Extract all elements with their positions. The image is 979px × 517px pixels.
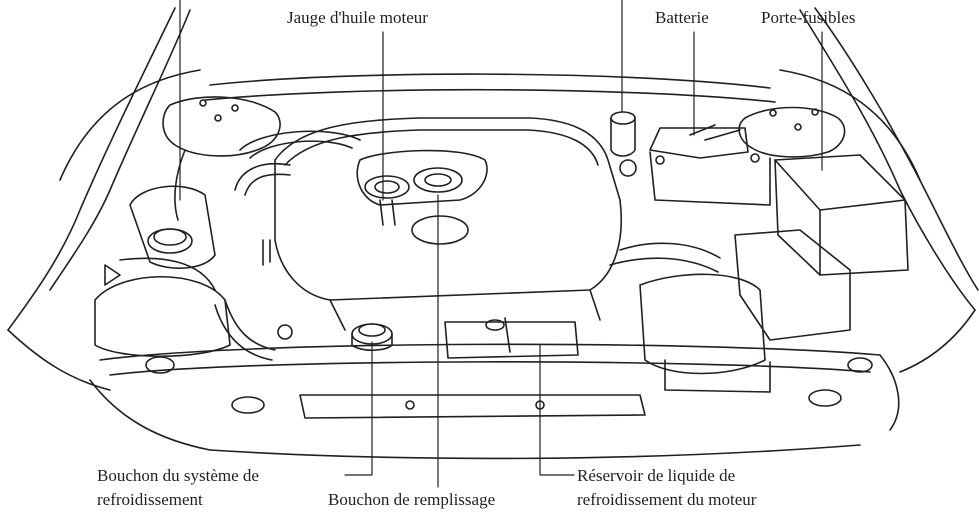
air-intake <box>609 229 851 393</box>
label-filler-cap: Bouchon de remplissage <box>328 490 496 509</box>
battery <box>649 124 771 206</box>
label-cooling-cap-line1: Bouchon du système de <box>97 466 259 485</box>
label-fuse-box: Porte-fusibles <box>761 8 856 27</box>
front-crossmember <box>89 343 900 460</box>
body-outline <box>7 7 979 391</box>
engine-cover <box>274 117 623 331</box>
right-strut-tower <box>738 106 846 158</box>
label-cooling-cap-line2: refroidissement <box>97 490 203 509</box>
label-coolant-reservoir-line2: refroidissement du moteur <box>577 490 757 509</box>
leader-cooling-cap <box>344 341 373 476</box>
label-coolant-reservoir-line1: Réservoir de liquide de <box>577 466 736 485</box>
coolant-reservoir-center <box>444 317 579 359</box>
leader-coolant-reservoir <box>539 344 575 476</box>
label-battery: Batterie <box>655 8 709 27</box>
hoses-left <box>214 130 361 361</box>
fuse-box <box>774 154 909 276</box>
coolant-reservoir-left <box>94 185 231 358</box>
brake-fluid-reservoir <box>610 111 637 177</box>
leader-lines <box>179 0 823 488</box>
label-oil-dipstick: Jauge d'huile moteur <box>287 8 428 27</box>
